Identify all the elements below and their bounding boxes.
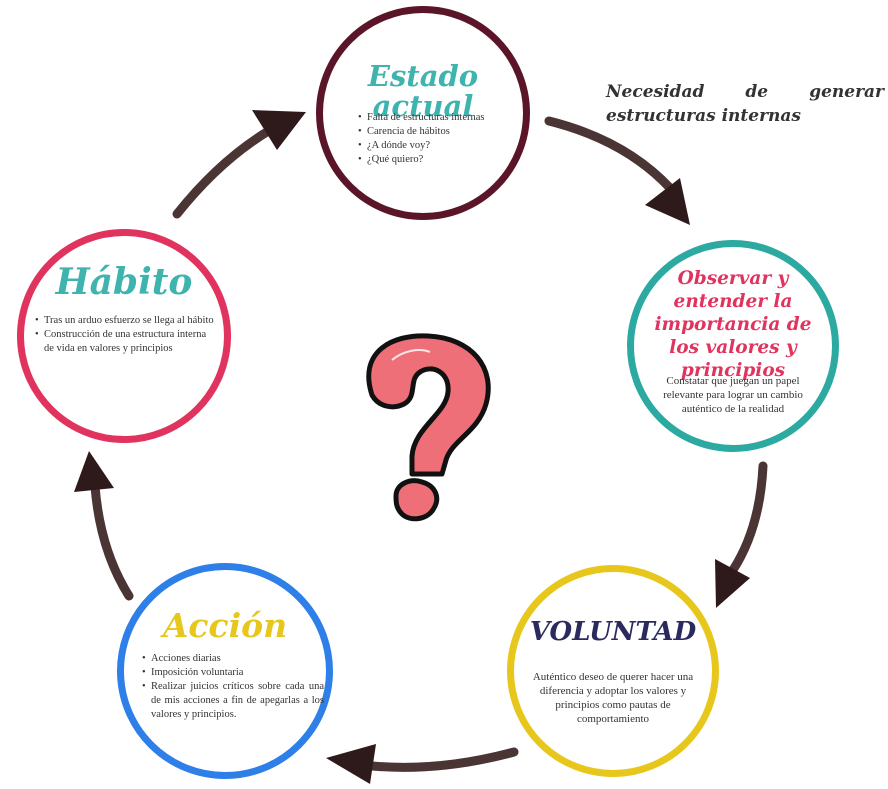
- estado-actual-list: Falta de estructuras internas Carencia d…: [358, 111, 518, 167]
- observar-title: Observar y entender la importancia de lo…: [654, 268, 812, 381]
- list-item: Falta de estructuras internas: [358, 111, 518, 125]
- node-observar: Observar y entender la importancia de lo…: [627, 240, 839, 452]
- arrow-observar-to-voluntad: [715, 461, 768, 608]
- arrow-habito-to-estado: [172, 110, 306, 219]
- list-item: Imposición voluntaria: [142, 666, 324, 680]
- list-item: Realizar juicios críticos sobre cada una…: [142, 680, 324, 722]
- observar-description: Constatar que juegan un papel relevante …: [663, 375, 803, 415]
- arrow-voluntad-to-accion: [326, 744, 519, 784]
- node-habito: Hábito Tras un arduo esfuerzo se llega a…: [17, 229, 231, 443]
- node-voluntad: VOLUNTAD Auténtico deseo de querer hacer…: [507, 565, 719, 777]
- voluntad-title: VOLUNTAD: [529, 617, 697, 647]
- habito-title: Hábito: [55, 261, 193, 303]
- voluntad-description: Auténtico deseo de querer hacer una dife…: [532, 671, 694, 725]
- habito-list: Tras un arduo esfuerzo se llega al hábit…: [35, 314, 215, 356]
- list-item: Construcción de una estructura interna d…: [35, 328, 215, 356]
- list-item: Carencia de hábitos: [358, 125, 518, 139]
- arrow-estado-to-observar: [544, 116, 690, 225]
- node-accion: Acción Acciones diarias Imposición volun…: [117, 563, 333, 779]
- list-item: Tras un arduo esfuerzo se llega al hábit…: [35, 314, 215, 328]
- arrow-accion-to-habito: [74, 451, 134, 601]
- accion-title: Acción: [162, 606, 288, 645]
- question-mark-icon: [366, 333, 491, 522]
- node-estado-actual: Estado actual Falta de estructuras inter…: [316, 6, 530, 220]
- accion-list: Acciones diarias Imposición voluntaria R…: [142, 652, 324, 722]
- list-item: ¿A dónde voy?: [358, 139, 518, 153]
- list-item: ¿Qué quiero?: [358, 153, 518, 167]
- side-note-necesidad: Necesidad de generar estructuras interna…: [606, 82, 884, 126]
- list-item: Acciones diarias: [142, 652, 324, 666]
